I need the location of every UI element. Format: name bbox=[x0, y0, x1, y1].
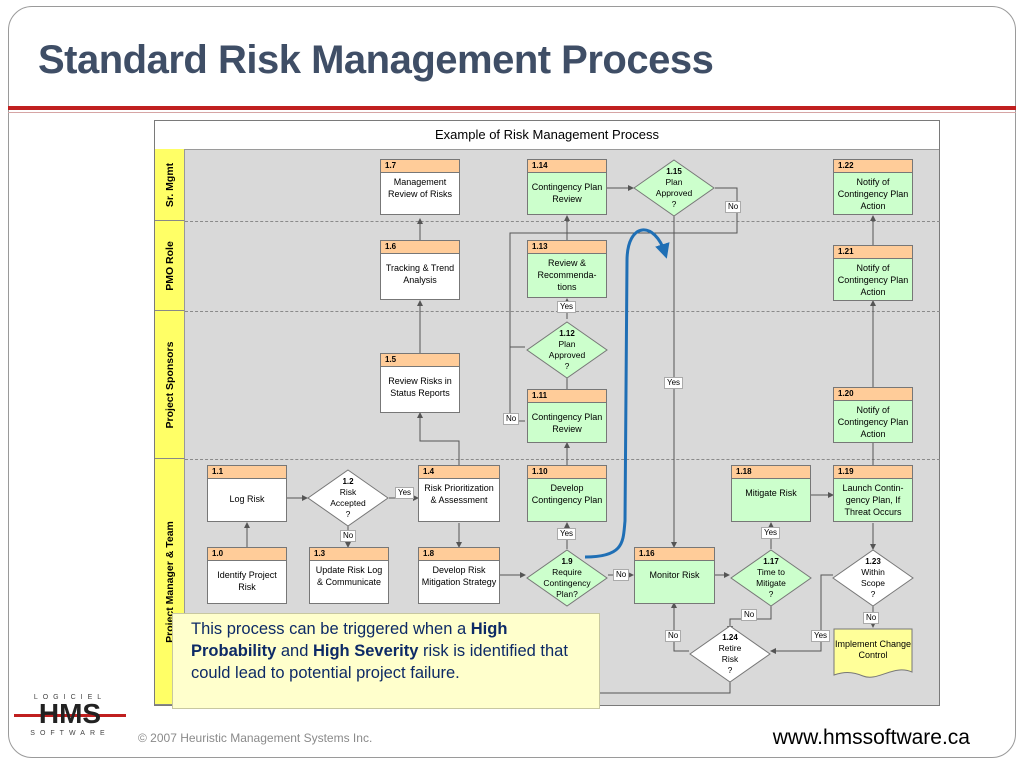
edge-label-no: No bbox=[503, 413, 520, 425]
diagram-title: Example of Risk Management Process bbox=[155, 121, 939, 150]
edge-label-no: No bbox=[725, 201, 742, 213]
edge-label-yes: Yes bbox=[557, 301, 577, 313]
lane-project-sponsors: Project Sponsors bbox=[155, 311, 185, 459]
edge-label-yes: Yes bbox=[664, 377, 684, 389]
copyright: © 2007 Heuristic Management Systems Inc. bbox=[138, 731, 373, 745]
edge-label-no: No bbox=[665, 630, 682, 642]
lane-sr-mgmt: Sr. Mgmt bbox=[155, 149, 185, 221]
document-change-control: Implement Change Control bbox=[833, 628, 913, 680]
edge-label-no: No bbox=[613, 569, 630, 581]
loop-back-arrow bbox=[584, 228, 670, 559]
svg-text:SOFTWARE: SOFTWARE bbox=[30, 730, 109, 737]
edge-label-yes: Yes bbox=[557, 528, 577, 540]
edge-label-yes: Yes bbox=[811, 630, 831, 642]
lane-separator bbox=[185, 221, 940, 222]
svg-text:HMS: HMS bbox=[39, 698, 101, 729]
edge-label-no: No bbox=[863, 612, 880, 624]
title-divider bbox=[8, 106, 1016, 110]
website-url: www.hmssoftware.ca bbox=[772, 726, 970, 749]
edge-label-no: No bbox=[741, 609, 758, 621]
process-diagram: Example of Risk Management Process Sr. M… bbox=[154, 120, 940, 706]
lane-separator bbox=[185, 459, 940, 460]
svg-text:LOGICIEL: LOGICIEL bbox=[34, 694, 106, 701]
edge-label-yes: Yes bbox=[395, 487, 415, 499]
trigger-callout: This process can be triggered when a Hig… bbox=[172, 613, 600, 709]
slide-frame bbox=[8, 6, 1016, 758]
hms-logo: LOGICIEL HMS SOFTWARE bbox=[14, 690, 126, 738]
edge-label-no: No bbox=[340, 530, 357, 542]
lane-pmo-role: PMO Role bbox=[155, 221, 185, 311]
slide-title: Standard Risk Management Process bbox=[38, 38, 714, 82]
edge-label-yes: Yes bbox=[761, 527, 781, 539]
title-divider-thin bbox=[8, 112, 1016, 113]
